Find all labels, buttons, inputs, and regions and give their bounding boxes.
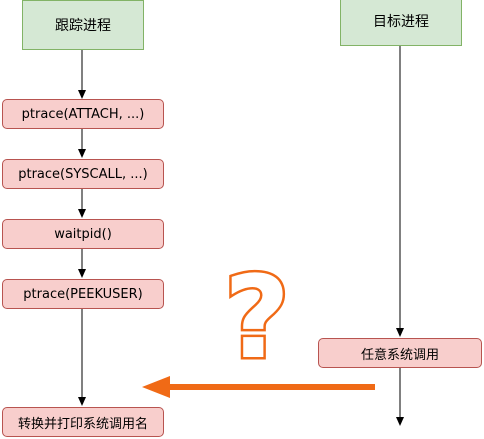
target-process-header: 目标进程: [340, 0, 462, 46]
step-label: waitpid(): [54, 226, 112, 242]
step-label: ptrace(ATTACH, ...): [21, 106, 145, 122]
target-event-label: 任意系统调用: [360, 347, 439, 363]
step-print-syscall-name: 转换并打印系统调用名: [2, 407, 164, 437]
step-label: ptrace(PEEKUSER): [23, 286, 143, 302]
tracer-process-header: 跟踪进程: [22, 0, 144, 50]
step-ptrace-syscall: ptrace(SYSCALL, ...): [2, 159, 164, 189]
orange-arrow-icon: [142, 376, 375, 398]
target-any-syscall: 任意系统调用: [318, 338, 482, 368]
target-process-label: 目标进程: [373, 14, 429, 30]
step-label: 转换并打印系统调用名: [17, 416, 148, 432]
tracer-process-label: 跟踪进程: [55, 18, 111, 34]
step-label: ptrace(SYSCALL, ...): [18, 166, 148, 182]
question-mark-icon: ?: [224, 251, 290, 384]
step-ptrace-attach: ptrace(ATTACH, ...): [2, 99, 164, 129]
step-waitpid: waitpid(): [2, 219, 164, 249]
step-ptrace-peekuser: ptrace(PEEKUSER): [2, 279, 164, 309]
